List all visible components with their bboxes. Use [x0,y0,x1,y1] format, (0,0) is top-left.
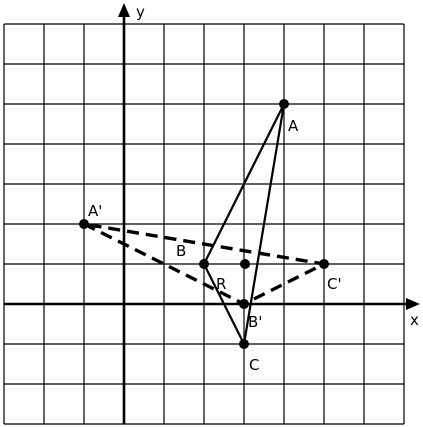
label-r: R [216,275,226,293]
point-a [279,99,289,109]
point-b-prime [239,299,249,309]
x-axis-label: x [410,311,419,329]
label-a: A [288,117,299,135]
point-c-prime [319,259,329,269]
point-b [199,259,209,269]
grid [3,23,405,425]
triangle-image-dashed [83,222,330,306]
point-a-prime [79,219,89,229]
label-c-prime: C' [327,275,342,293]
label-c: C [249,356,259,374]
y-axis-label: y [136,3,145,21]
label-a-prime: A' [88,202,102,220]
center-of-rotation-point [240,259,250,269]
triangle-original-solid [202,103,286,348]
y-axis-arrow [118,3,130,17]
point-c [239,339,249,349]
label-b-prime: B' [248,313,262,331]
label-b: B [176,242,186,260]
x-axis-arrow [406,298,420,310]
